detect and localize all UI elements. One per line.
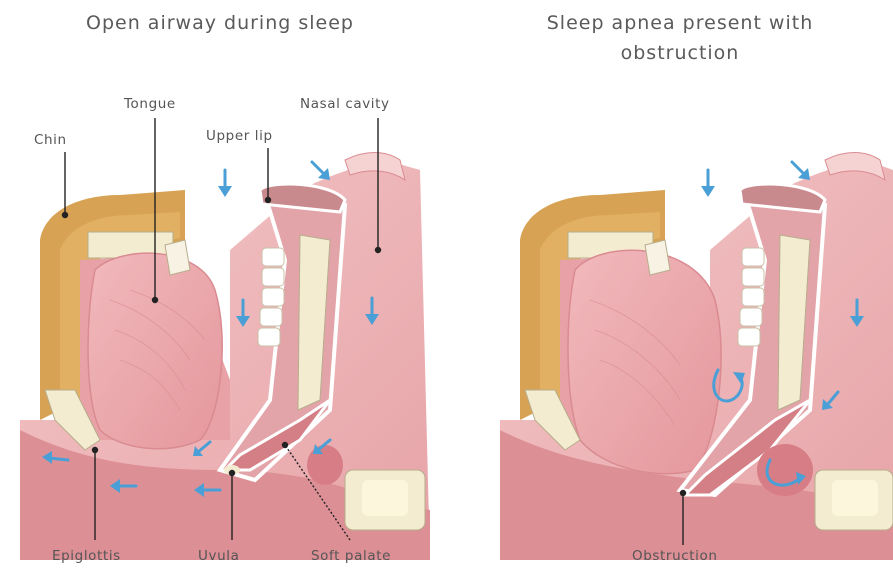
vertebra-inner-right [832, 480, 878, 516]
arrow-diagonal-icon [312, 162, 330, 180]
arrow-down-icon [218, 170, 232, 197]
front-teeth [165, 240, 190, 275]
label-soft-palate: Soft palate [311, 548, 391, 564]
front-teeth-right [645, 240, 670, 275]
right-anatomy [500, 153, 893, 561]
label-upper-lip: Upper lip [206, 128, 273, 144]
label-chin: Chin [34, 132, 67, 148]
arrow-diagonal-icon [792, 162, 810, 180]
label-tongue: Tongue [124, 96, 176, 112]
label-nasal-cavity: Nasal cavity [300, 96, 390, 112]
label-uvula: Uvula [198, 548, 239, 564]
pharyngeal-wall [307, 445, 343, 485]
tongue-shape-right [568, 250, 721, 473]
label-epiglottis: Epiglottis [52, 548, 121, 564]
left-anatomy [20, 153, 430, 561]
obstruction-wall [757, 444, 813, 496]
label-obstruction: Obstruction [632, 548, 718, 564]
vertebra-inner [362, 480, 408, 516]
upper-teeth-right [738, 248, 764, 346]
upper-teeth [258, 248, 284, 346]
arrow-down-icon [701, 170, 715, 197]
